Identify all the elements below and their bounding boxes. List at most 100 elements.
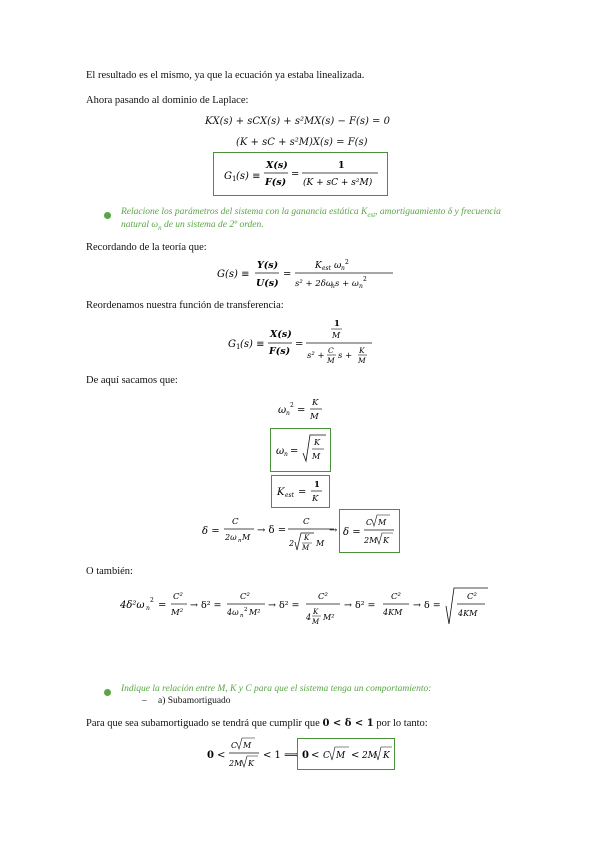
svg-text:X(s): X(s) xyxy=(265,160,288,171)
svg-text:M: M xyxy=(301,544,310,552)
svg-text:2M: 2M xyxy=(228,759,243,768)
svg-text:C: C xyxy=(366,518,372,527)
svg-text:s +: s + xyxy=(338,351,352,361)
svg-text:→ δ² =: → δ² = xyxy=(344,600,376,611)
svg-text:1: 1 xyxy=(236,343,240,351)
equation-laplace-1: KX(s) + sCX(s) + s²MX(s) − F(s) = 0 xyxy=(205,116,390,127)
svg-text:G: G xyxy=(224,171,232,182)
svg-text:n: n xyxy=(146,605,150,612)
svg-text:C: C xyxy=(303,517,310,527)
svg-text:s + ω: s + ω xyxy=(335,279,359,289)
svg-text:(K + sC + s²M): (K + sC + s²M) xyxy=(303,177,373,188)
svg-text:ω: ω xyxy=(276,446,284,457)
bullet-relate-parameters: Relacione los parámetros del sistema con… xyxy=(121,207,501,219)
svg-text:(s) ≡: (s) ≡ xyxy=(240,339,265,350)
svg-text:C: C xyxy=(328,346,334,355)
damping-derivation-formula: δ = C 2ω n M → δ = C 2 K M M xyxy=(202,517,334,552)
svg-text:δ =: δ = xyxy=(343,527,361,538)
svg-text:G(s) ≡: G(s) ≡ xyxy=(217,269,249,280)
svg-text:K: K xyxy=(382,751,391,761)
paragraph-theory: Recordando de la teoría que: xyxy=(86,242,207,253)
svg-text:2: 2 xyxy=(244,607,248,613)
underdamped-condition-formula: 0 < C M < 2M K xyxy=(302,746,392,761)
svg-text:C²: C² xyxy=(391,592,402,602)
svg-text:M: M xyxy=(331,331,341,340)
svg-text:C²: C² xyxy=(467,592,478,602)
bullet-dot xyxy=(104,689,111,696)
svg-text:0: 0 xyxy=(207,750,214,761)
svg-text:=: = xyxy=(290,446,298,457)
sub-item-dash: – xyxy=(142,696,147,706)
svg-text:C²: C² xyxy=(240,592,251,602)
svg-text:4KM: 4KM xyxy=(457,609,478,618)
svg-text:s² + 2δω: s² + 2δω xyxy=(295,279,333,289)
svg-text:M: M xyxy=(326,356,335,365)
svg-text:K: K xyxy=(382,536,390,545)
svg-text:M: M xyxy=(242,741,252,750)
svg-text:M: M xyxy=(311,618,320,626)
svg-text:<: < xyxy=(311,750,319,761)
svg-text:2: 2 xyxy=(288,539,294,548)
bullet-relate-parameters-line2: natural ωn de un sistema de 2º orden. xyxy=(121,220,264,232)
svg-text:F(s): F(s) xyxy=(268,346,290,357)
svg-text:δ =: δ = xyxy=(202,526,220,537)
svg-text:<: < xyxy=(351,750,359,761)
svg-text:1: 1 xyxy=(232,175,236,183)
transfer-function-g1-formula: G 1 (s) ≡ X(s) F(s) = 1 (K + sC + s²M) xyxy=(224,160,378,188)
svg-text:ω: ω xyxy=(334,261,342,271)
svg-text:2ω: 2ω xyxy=(224,533,237,542)
svg-text:X(s): X(s) xyxy=(269,329,292,340)
bullet-dot xyxy=(104,212,111,219)
svg-text:n: n xyxy=(284,451,288,458)
svg-text:→ δ =: → δ = xyxy=(257,525,286,536)
svg-text:4ω: 4ω xyxy=(226,608,239,617)
svg-text:<: < xyxy=(217,750,225,761)
boxed-underdamped-condition: 0 < C M < 2M K xyxy=(297,738,395,770)
svg-text:2: 2 xyxy=(150,597,154,604)
svg-text:K: K xyxy=(312,608,319,616)
bullet-relation-mkc: Indique la relación entre M, K y C para … xyxy=(121,684,432,694)
svg-text:2M: 2M xyxy=(361,751,378,761)
static-gain-formula: K est = 1 K xyxy=(276,480,322,504)
natural-frequency-formula: ω n = K M xyxy=(276,434,326,463)
svg-text:→ δ² =: → δ² = xyxy=(190,600,222,611)
svg-text:K: K xyxy=(314,261,323,271)
svg-text:K: K xyxy=(311,398,319,408)
sub-item-underdamped: a) Subamortiguado xyxy=(158,696,231,706)
omega-squared-formula: ω n 2 = K M xyxy=(278,398,322,422)
inequality-formula: 0 < C M 2M K < 1 ⟹ xyxy=(207,737,298,769)
svg-text:M: M xyxy=(335,751,346,761)
svg-text:K: K xyxy=(276,487,285,498)
svg-text:=: = xyxy=(291,169,299,180)
svg-text:M: M xyxy=(241,533,251,542)
svg-text:2M: 2M xyxy=(363,536,378,545)
boxed-natural-frequency: ω n = K M xyxy=(270,428,331,472)
svg-text:K: K xyxy=(311,494,319,504)
svg-text:→ δ² =: → δ² = xyxy=(268,600,300,611)
svg-text:1: 1 xyxy=(338,160,345,171)
svg-text:(s) ≡: (s) ≡ xyxy=(236,171,261,182)
svg-text:1: 1 xyxy=(334,319,340,329)
svg-text:0: 0 xyxy=(302,750,309,761)
paragraph-deduce: De aquí sacamos que: xyxy=(86,375,178,386)
svg-text:4: 4 xyxy=(305,613,311,622)
svg-text:< 1 ⟹: < 1 ⟹ xyxy=(263,750,298,761)
svg-text:K: K xyxy=(247,759,255,768)
svg-text:4KM: 4KM xyxy=(382,608,403,617)
svg-text:n: n xyxy=(286,410,290,417)
svg-text:C: C xyxy=(232,517,239,527)
reordered-transfer-function-formula: G 1 (s) ≡ X(s) F(s) = 1 M s² + C M s + K… xyxy=(228,319,372,365)
svg-text:2: 2 xyxy=(345,259,349,266)
svg-text:s² +: s² + xyxy=(307,351,325,361)
boxed-static-gain: K est = 1 K xyxy=(271,475,330,508)
svg-text:2: 2 xyxy=(290,402,294,409)
svg-text:est: est xyxy=(322,265,332,272)
svg-text:n: n xyxy=(359,283,363,290)
svg-text:n: n xyxy=(238,538,242,544)
svg-text:=: = xyxy=(158,600,166,611)
svg-text:=: = xyxy=(283,269,291,280)
boxed-damping-ratio: δ = C M 2M K xyxy=(339,509,400,553)
svg-text:=: = xyxy=(297,405,305,416)
svg-text:M: M xyxy=(315,539,325,548)
svg-text:est: est xyxy=(285,492,295,499)
